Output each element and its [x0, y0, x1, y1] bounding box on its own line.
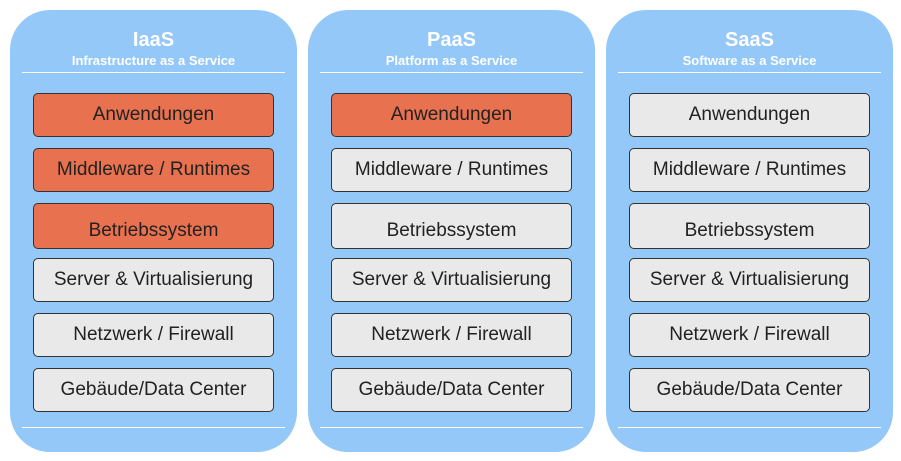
layer-label: Netzwerk / Firewall: [371, 324, 532, 345]
layer-label: Middleware / Runtimes: [56, 159, 251, 180]
paas-title: PaaS: [427, 29, 476, 51]
layer-label: Netzwerk / Firewall: [669, 324, 830, 345]
layer-label: Server & Virtualisierung: [351, 269, 552, 290]
paas-layer-applications: Anwendungen: [331, 93, 572, 137]
saas-column: SaaS Software as a Service Anwendungen M…: [606, 10, 893, 452]
paas-layer-os: Betriebssystem: [331, 203, 572, 249]
layer-label: Middleware / Runtimes: [354, 159, 549, 180]
layer-label: Betriebssystem: [386, 220, 517, 241]
layer-label: Server & Virtualisierung: [649, 269, 850, 290]
layer-label: Server & Virtualisierung: [53, 269, 254, 290]
header-divider: [320, 72, 583, 73]
header-divider: [22, 72, 285, 73]
iaas-layer-applications: Anwendungen: [33, 93, 274, 137]
layer-label: Betriebssystem: [88, 220, 219, 241]
layer-label: Gebäude/Data Center: [656, 379, 843, 400]
paas-layer-server: Server & Virtualisierung: [331, 258, 572, 302]
paas-layer-datacenter: Gebäude/Data Center: [331, 368, 572, 412]
iaas-column: IaaS Infrastructure as a Service Anwendu…: [10, 10, 297, 452]
paas-layer-network: Netzwerk / Firewall: [331, 313, 572, 357]
layer-label: Anwendungen: [92, 104, 215, 125]
layer-label: Middleware / Runtimes: [652, 159, 847, 180]
layer-label: Netzwerk / Firewall: [73, 324, 234, 345]
paas-layer-middleware: Middleware / Runtimes: [331, 148, 572, 192]
layer-label: Gebäude/Data Center: [358, 379, 545, 400]
saas-subtitle: Software as a Service: [682, 53, 817, 68]
saas-layer-server: Server & Virtualisierung: [629, 258, 870, 302]
footer-divider: [22, 427, 285, 428]
footer-divider: [618, 427, 881, 428]
iaas-title: IaaS: [132, 29, 175, 51]
iaas-layer-server: Server & Virtualisierung: [33, 258, 274, 302]
saas-title: SaaS: [725, 29, 774, 51]
iaas-layer-os: Betriebssystem: [33, 203, 274, 249]
footer-divider: [320, 427, 583, 428]
layer-label: Betriebssystem: [684, 220, 815, 241]
layer-label: Anwendungen: [390, 104, 513, 125]
header-divider: [618, 72, 881, 73]
iaas-layer-middleware: Middleware / Runtimes: [33, 148, 274, 192]
saas-layer-os: Betriebssystem: [629, 203, 870, 249]
saas-layer-middleware: Middleware / Runtimes: [629, 148, 870, 192]
iaas-layer-datacenter: Gebäude/Data Center: [33, 368, 274, 412]
saas-layer-datacenter: Gebäude/Data Center: [629, 368, 870, 412]
layer-label: Anwendungen: [688, 104, 811, 125]
paas-subtitle: Platform as a Service: [385, 53, 518, 68]
layer-label: Gebäude/Data Center: [60, 379, 247, 400]
saas-layer-applications: Anwendungen: [629, 93, 870, 137]
iaas-layer-network: Netzwerk / Firewall: [33, 313, 274, 357]
paas-column: PaaS Platform as a Service Anwendungen M…: [308, 10, 595, 452]
saas-layer-network: Netzwerk / Firewall: [629, 313, 870, 357]
iaas-subtitle: Infrastructure as a Service: [71, 53, 236, 68]
